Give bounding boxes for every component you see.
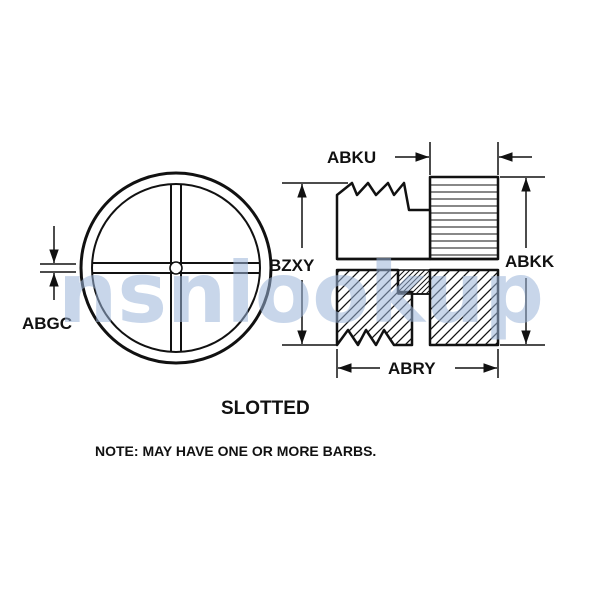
slotted-caption: SLOTTED	[221, 398, 310, 419]
knurled-head	[428, 175, 500, 261]
end-view	[79, 171, 273, 365]
abgc-label: ABGC	[22, 314, 72, 333]
bzxy-label: BZXY	[269, 256, 315, 275]
bzxy-dimension	[282, 182, 348, 346]
abry-dimension	[336, 349, 499, 378]
internal-thread	[397, 269, 431, 295]
note-text: NOTE: MAY HAVE ONE OR MORE BARBS.	[95, 443, 376, 459]
abku-dimension	[395, 142, 532, 175]
abry-label: ABRY	[388, 359, 436, 378]
sectioned-head-half	[428, 268, 500, 347]
knurl-lines	[430, 184, 498, 256]
side-view	[335, 175, 500, 347]
abgc-dimension	[40, 226, 76, 300]
barbed-shank	[335, 181, 432, 261]
abkk-dimension	[500, 176, 545, 346]
end-view-inner-circle	[91, 183, 261, 353]
watermark-text: nsnlookup	[58, 244, 544, 342]
end-view-center-hole	[169, 261, 183, 275]
end-view-outer-circle	[79, 171, 273, 365]
abkk-label: ABKK	[505, 252, 555, 271]
abku-label: ABKU	[327, 148, 376, 167]
